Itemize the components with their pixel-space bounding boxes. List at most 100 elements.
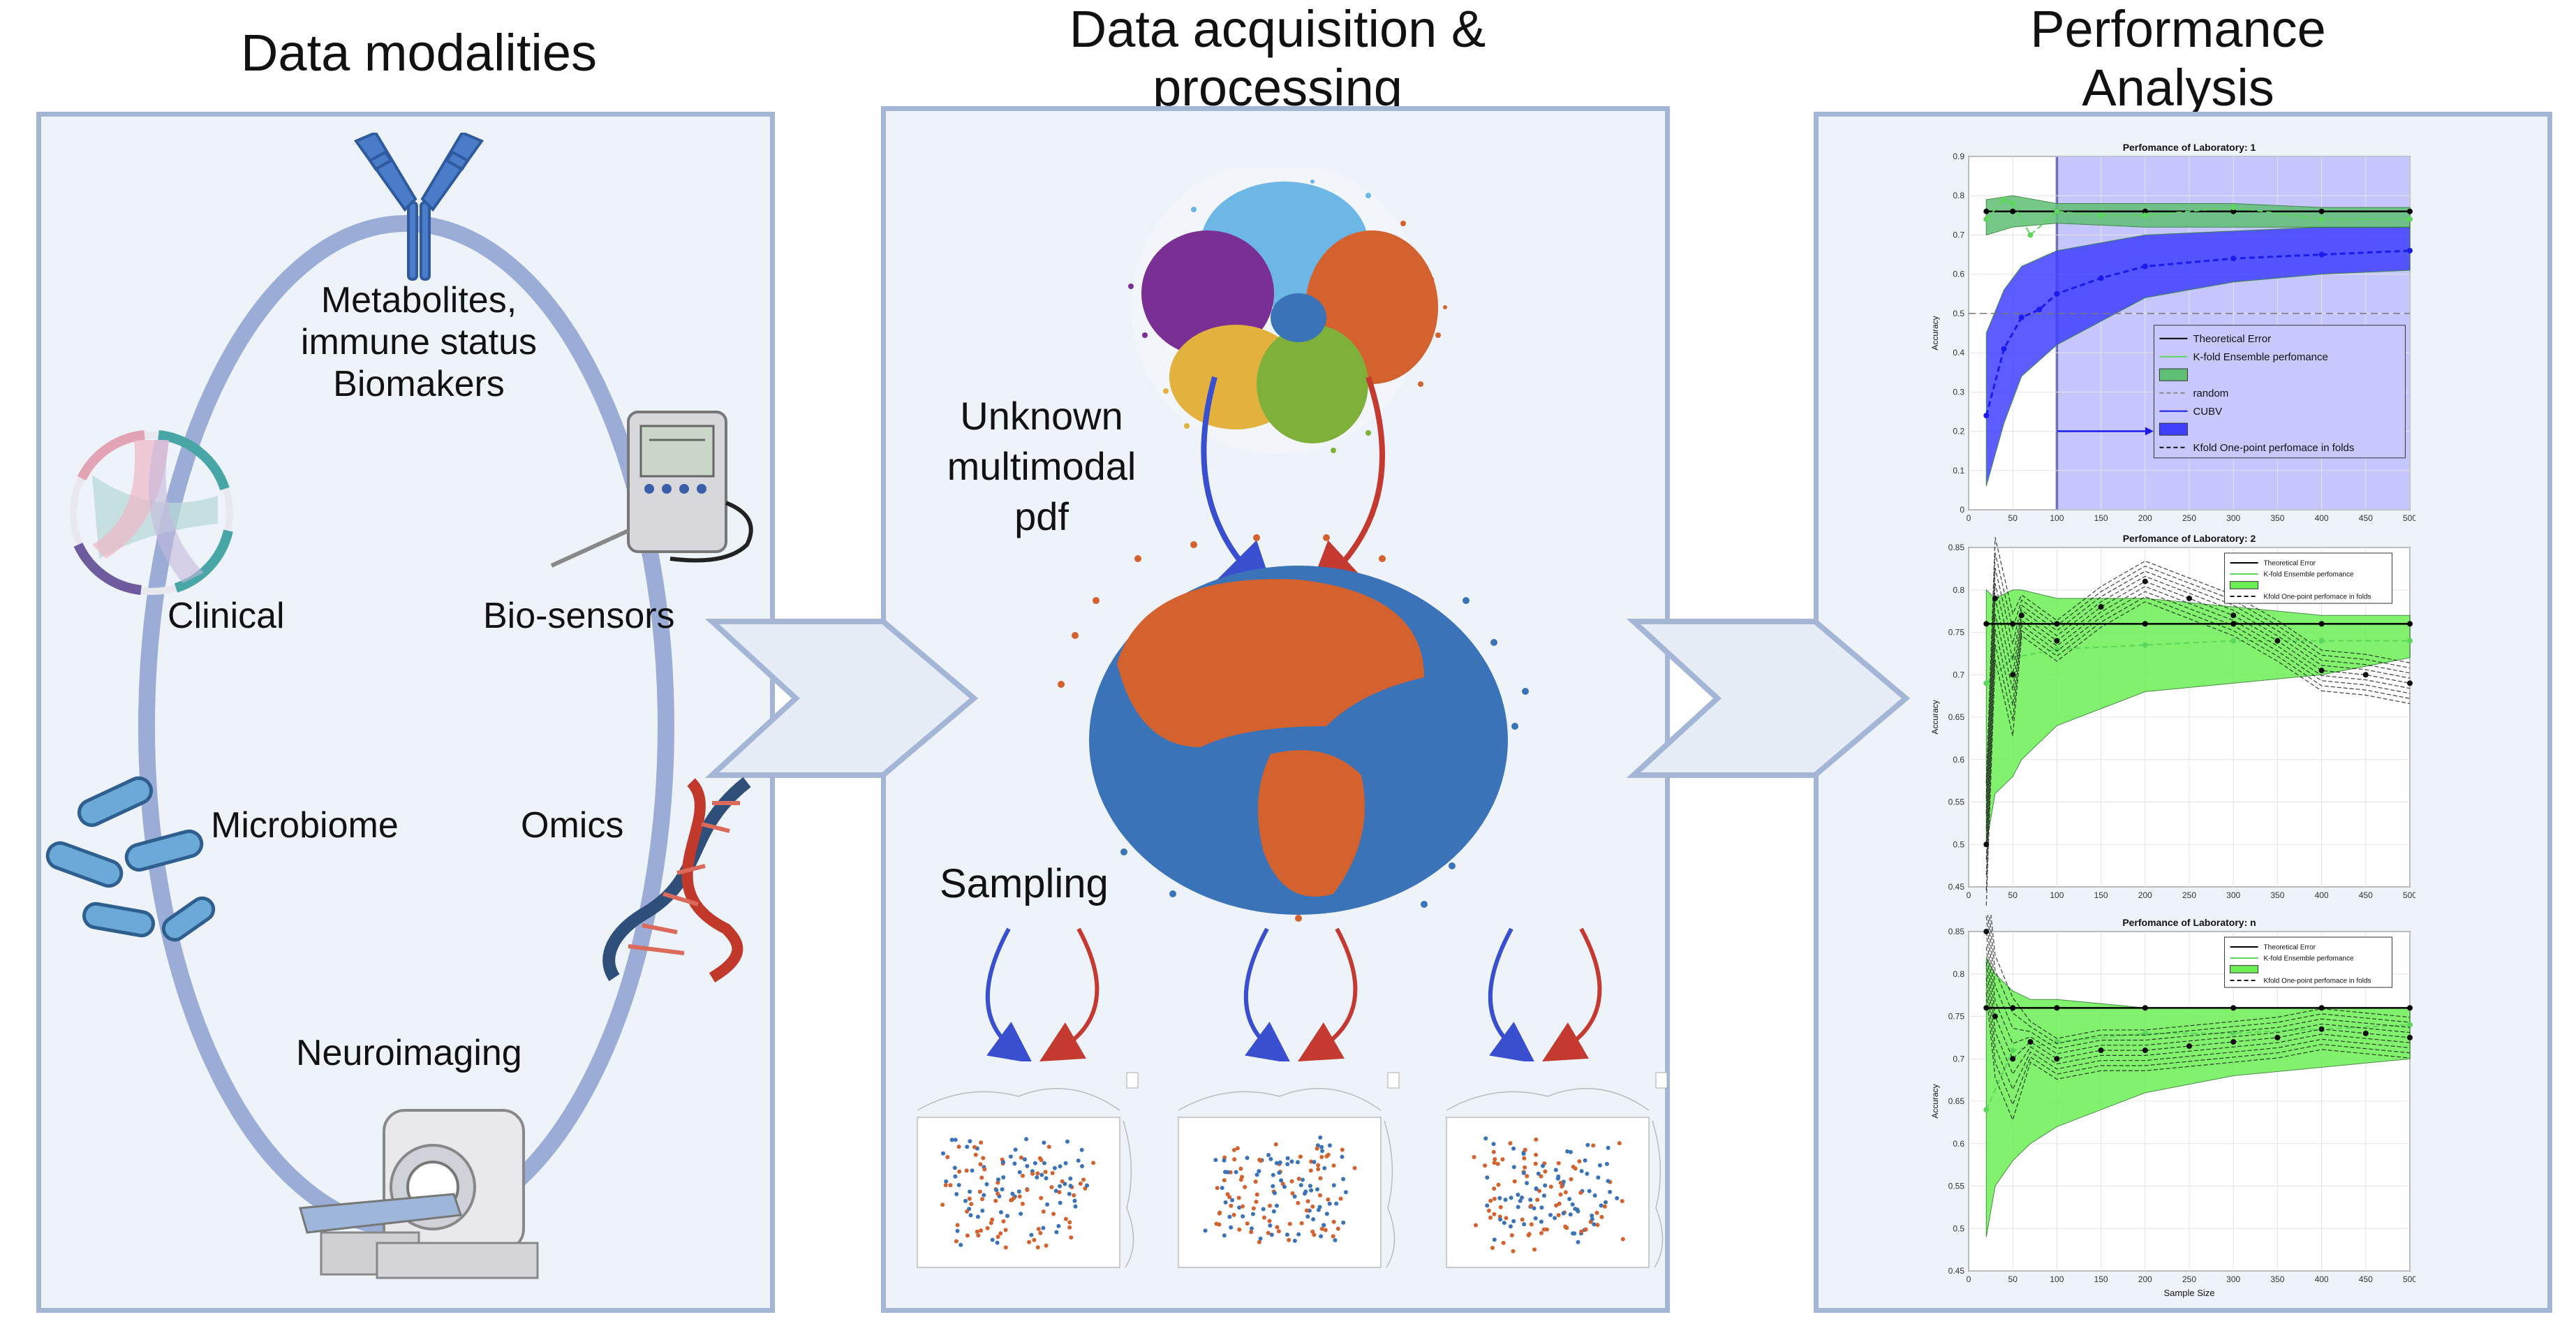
scatter-point: [1501, 1240, 1506, 1245]
scatter-point: [1274, 1161, 1279, 1165]
scatter-point: [956, 1183, 961, 1187]
scatter-point: [1319, 1154, 1324, 1159]
label-metabolites-line1: Metabolites,: [320, 280, 517, 321]
scatter-point: [1213, 1158, 1218, 1163]
scatter-point: [1029, 1233, 1034, 1237]
scatter-point: [1327, 1143, 1332, 1148]
scatter-point: [968, 1189, 972, 1194]
scatter-point: [1532, 1247, 1537, 1252]
scatter-point: [1503, 1198, 1508, 1202]
scatter-point: [1305, 1214, 1310, 1219]
scatter-point: [1030, 1171, 1035, 1176]
legend-entry: Theoretical Error: [2264, 943, 2316, 951]
scatter-point: [1021, 1173, 1025, 1178]
data-point: [2362, 1030, 2369, 1036]
scatter-point: [1587, 1189, 1592, 1193]
scatter-point: [1072, 1193, 1076, 1198]
legend-band-swatch: [2230, 581, 2259, 589]
x-tick-label: 150: [2094, 890, 2108, 900]
data-point: [2230, 638, 2237, 644]
chart-title: Perfomance of Laboratory: 1: [2123, 142, 2256, 153]
scatter-point: [1474, 1223, 1478, 1228]
data-point: [2098, 604, 2104, 610]
scatter-point: [1001, 1160, 1005, 1165]
scatter-point: [953, 1174, 958, 1179]
scatter-point: [1067, 1220, 1072, 1225]
data-point: [1983, 208, 1990, 214]
scatter-point: [1541, 1227, 1546, 1232]
scatter-point: [1535, 1198, 1540, 1202]
y-axis-label: Accuracy: [1930, 700, 1940, 734]
x-tick-label: 300: [2226, 513, 2240, 523]
y-tick-label: 0.7: [1953, 1054, 1964, 1064]
scatter-point: [964, 1168, 969, 1173]
scatter-point: [1076, 1158, 1081, 1163]
scatter-point: [1599, 1203, 1604, 1208]
scatter-point: [1548, 1212, 1553, 1217]
scatter-point: [1340, 1147, 1345, 1152]
data-point: [2001, 346, 2007, 352]
x-tick-label: 400: [2315, 513, 2329, 523]
scatter-point: [1308, 1184, 1312, 1189]
scatter-point: [1572, 1231, 1577, 1236]
data-point: [2142, 1047, 2148, 1054]
data-point: [2142, 263, 2148, 270]
data-point: [2027, 232, 2034, 238]
scatter-point: [1085, 1183, 1090, 1188]
scatter-point: [1492, 1196, 1497, 1201]
scatter-point: [941, 1151, 945, 1156]
scatter-point: [968, 1139, 972, 1144]
scatter-point: [978, 1162, 983, 1167]
scatter-point: [1063, 1161, 1068, 1165]
scatter-point: [977, 1189, 982, 1194]
scatter-point: [1486, 1208, 1491, 1213]
scatter-point: [1518, 1198, 1523, 1203]
scatter-point: [1322, 1223, 1326, 1228]
scatter-point: [995, 1191, 1000, 1196]
scatter-point: [1079, 1147, 1084, 1152]
title-data-acquisition: Data acquisition & processing: [963, 0, 1592, 117]
marginal-density-right: [1652, 1120, 1664, 1268]
y-tick-label: 0.55: [1948, 1182, 1965, 1191]
scatter-point: [1522, 1222, 1527, 1227]
scatter-point: [1041, 1209, 1046, 1214]
scatter-point: [1326, 1152, 1331, 1157]
scatter-point: [1516, 1205, 1520, 1209]
ensemble-band: [1985, 589, 2411, 845]
scatter-point: [1617, 1141, 1622, 1146]
scatter-point: [1279, 1178, 1284, 1183]
scatter-point: [1027, 1240, 1032, 1244]
chart-title: Perfomance of Laboratory: n: [2122, 917, 2256, 928]
y-tick-label: 0.8: [1953, 585, 1964, 595]
scatter-point: [955, 1223, 960, 1228]
scatter-point: [1323, 1228, 1328, 1233]
scatter-point: [1035, 1175, 1039, 1179]
kfold-folds-line: [1985, 916, 2411, 1054]
scatter-point: [1521, 1170, 1526, 1175]
scatter-point: [1327, 1201, 1332, 1206]
scatter-point: [1492, 1212, 1497, 1216]
y-tick-label: 0.8: [1953, 969, 1964, 979]
scatter-point: [1312, 1160, 1317, 1164]
scatter-point: [984, 1182, 989, 1186]
scatter-point: [1058, 1200, 1063, 1205]
scatter-point: [1231, 1147, 1236, 1152]
scatter-point: [1311, 1217, 1316, 1221]
scatter-point: [954, 1239, 958, 1244]
scatter-point: [1496, 1182, 1501, 1187]
chart-title: Perfomance of Laboratory: 2: [2123, 533, 2256, 544]
data-point: [2186, 595, 2192, 601]
y-tick-label: 0.4: [1953, 348, 1964, 358]
data-point: [1983, 216, 1990, 222]
scatter-point: [1528, 1198, 1533, 1202]
scatter-point: [1309, 1188, 1314, 1193]
scatter-point: [1543, 1169, 1548, 1174]
scatter-point: [1308, 1168, 1313, 1173]
data-point: [2010, 1047, 2016, 1054]
scatter-point: [1509, 1196, 1513, 1200]
scatter-point: [1046, 1145, 1051, 1149]
data-point: [2230, 208, 2237, 214]
scatter-point: [1238, 1177, 1243, 1182]
scatter-point: [1063, 1182, 1067, 1186]
data-point: [2318, 621, 2325, 627]
